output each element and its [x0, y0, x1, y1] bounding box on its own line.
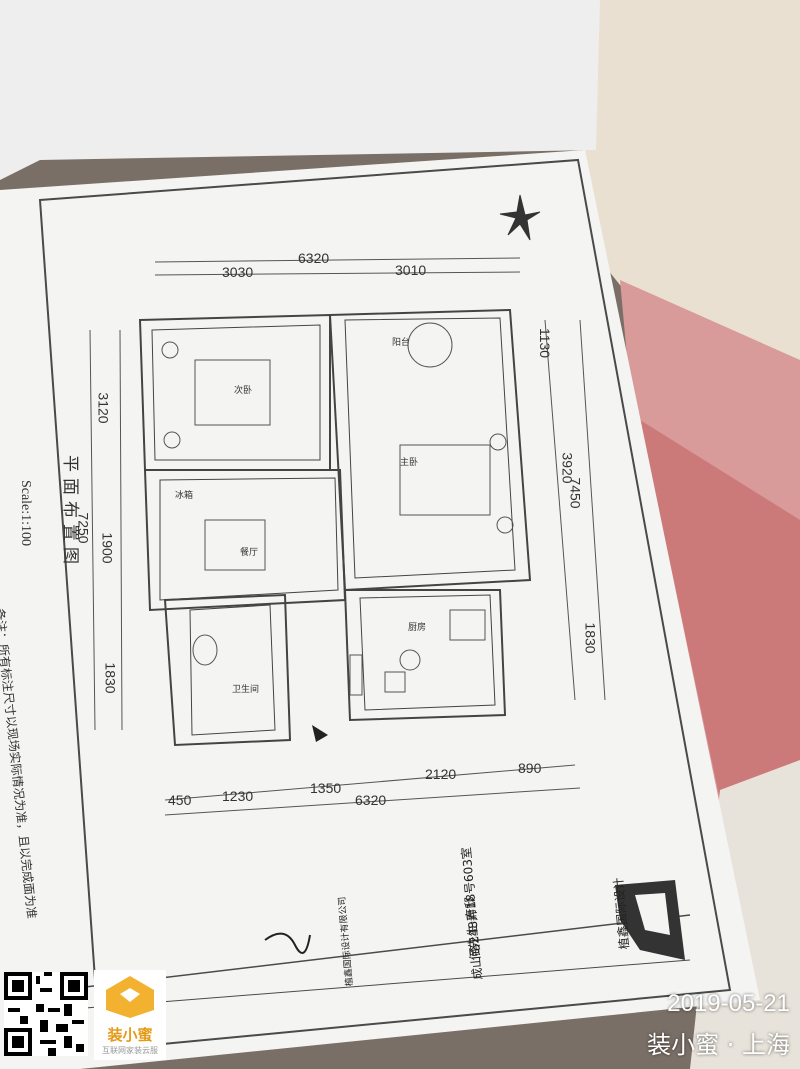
dimension-lines: [89, 257, 606, 816]
left-dim-c: 1830: [102, 662, 119, 694]
blueprint-paper: [0, 150, 760, 1069]
room-master-bedroom: 主卧: [400, 457, 419, 467]
bottom-dim-b: 1230: [222, 788, 254, 804]
drawing-frame: [38, 158, 732, 1052]
right-total-dim: 7450: [567, 477, 584, 509]
bottom-dim-e: 890: [518, 760, 542, 776]
photo-location: 装小蜜 · 上海: [647, 1031, 790, 1059]
top-left-dim: 3030: [222, 264, 254, 280]
bottom-dim-c: 1350: [310, 780, 342, 796]
left-dim-a: 3120: [95, 392, 112, 424]
photo-date: 2019-05-21: [667, 990, 790, 1017]
bottom-dim-d: 2120: [425, 766, 457, 782]
room-bathroom: 卫生间: [232, 684, 260, 694]
plan-scale: Scale:1:100: [18, 479, 34, 547]
top-right-dim: 3010: [395, 262, 427, 278]
company-logo: [615, 880, 685, 960]
brand-logo-icon: [106, 976, 154, 1018]
plan-title: 平面布置图: [60, 455, 80, 570]
paper-top-sheet: [0, 0, 600, 180]
compass-icon: [499, 194, 541, 241]
room-second-bedroom: 次卧: [234, 385, 253, 395]
room-kitchen: 厨房: [408, 622, 427, 632]
room-fridge: 冰箱: [175, 490, 194, 500]
right-dim-c: 1830: [582, 622, 599, 654]
brand-name: 装小蜜: [107, 1026, 153, 1044]
room-balcony: 阳台: [392, 337, 411, 347]
right-dim-a: 1130: [537, 327, 554, 359]
brand-tagline: 互联网家装云服: [102, 1046, 158, 1055]
left-dim-b: 1900: [99, 532, 116, 564]
brand-watermark: 装小蜜 互联网家装云服: [94, 970, 166, 1060]
signature: [264, 932, 311, 954]
bottom-dim-a: 450: [168, 792, 192, 808]
entrance-arrow-icon: [312, 725, 328, 742]
towel-background: [560, 0, 800, 420]
floor-plan: [138, 308, 532, 747]
room-dining: 餐厅: [240, 547, 259, 557]
qr-code: [4, 972, 88, 1056]
top-total-dim: 6320: [298, 250, 330, 266]
furniture: [161, 322, 514, 696]
bottom-total-dim: 6320: [355, 792, 387, 808]
